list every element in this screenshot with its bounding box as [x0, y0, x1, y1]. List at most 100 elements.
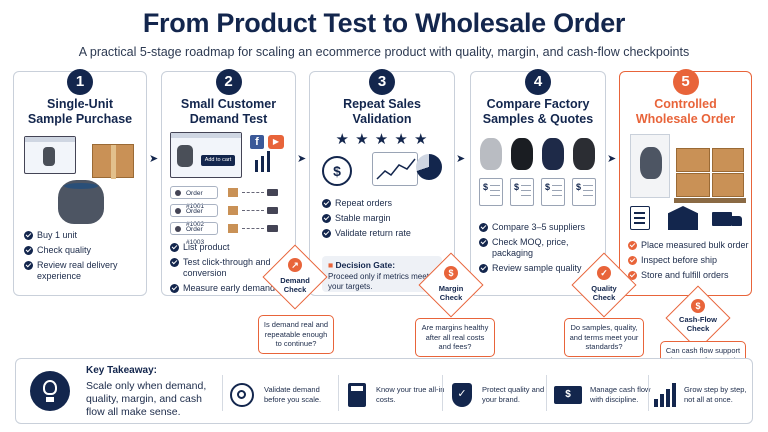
list-item: Store and fulfill orders — [628, 270, 750, 281]
cash-icon: $ — [554, 386, 582, 404]
calculator-icon — [348, 383, 366, 407]
shipping-box-icon — [92, 144, 134, 179]
list-item: Inspect before ship — [628, 255, 750, 266]
pallet-box-icon — [676, 148, 710, 172]
divider — [546, 375, 547, 411]
smart-speaker-icon — [58, 180, 104, 224]
stage-number-badge: 3 — [369, 69, 395, 95]
check-icon — [170, 243, 179, 252]
stage-bullets: List product Test click-through and conv… — [170, 242, 285, 298]
facebook-icon: f — [250, 135, 264, 149]
arrow-right-icon: ➤ — [149, 153, 159, 165]
stage-number-badge: 5 — [672, 69, 699, 95]
lightbulb-icon — [30, 371, 70, 411]
bar-chart-icon — [255, 160, 258, 172]
check-icon — [24, 246, 33, 255]
check-icon — [322, 199, 331, 208]
demand-check-question: Is demand real and repeatable enough to … — [258, 315, 334, 354]
list-item: Buy 1 unit — [24, 230, 142, 241]
price-quote-icon: $ — [572, 178, 596, 206]
pallet-icon — [674, 198, 746, 203]
sample-speaker-icon — [480, 138, 502, 170]
price-quote-icon: $ — [510, 178, 534, 206]
list-item: Measure early demand — [170, 283, 285, 294]
stage-bullets: Repeat orders Stable margin Validate ret… — [322, 198, 447, 243]
list-item: Stable margin — [322, 213, 447, 224]
divider — [222, 375, 223, 411]
check-icon — [628, 271, 637, 280]
growth-chart-icon — [654, 383, 678, 407]
check-icon — [628, 241, 637, 250]
check-icon — [24, 261, 33, 270]
cash-stack-icon: $ — [691, 299, 705, 313]
stage-bullets: Compare 3–5 suppliers Check MOQ, price, … — [479, 222, 599, 278]
check-icon — [479, 264, 488, 273]
check-icon — [170, 258, 179, 267]
check-icon — [479, 238, 488, 247]
line-chart-icon — [372, 152, 418, 186]
arrow-right-icon: ➤ — [607, 153, 617, 165]
arrow-right-icon: ➤ — [456, 153, 466, 165]
divider — [338, 375, 339, 411]
list-item: Review real delivery experience — [24, 260, 142, 282]
gate-icon: ■ — [328, 260, 334, 270]
chart-icon: ↗ — [288, 258, 302, 272]
video-play-icon: ▶ — [268, 135, 284, 149]
delivery-truck-icon — [712, 212, 732, 226]
margin-check-question: Are margins healthy after all real costs… — [415, 318, 495, 357]
check-icon — [170, 284, 179, 293]
sample-speaker-icon — [511, 138, 533, 170]
list-item: Place measured bulk order — [628, 240, 750, 251]
page-title: From Product Test to Wholesale Order — [142, 8, 626, 38]
truck-icon — [267, 225, 278, 232]
stage-number-badge: 1 — [67, 69, 93, 95]
check-icon — [24, 231, 33, 240]
sample-speaker-icon — [542, 138, 564, 170]
quality-check-question: Do samples, quality, and terms meet your… — [564, 318, 644, 357]
list-item: Check quality — [24, 245, 142, 256]
divider — [442, 375, 443, 411]
list-item: Repeat orders — [322, 198, 447, 209]
stage-number-badge: 4 — [525, 69, 551, 95]
recurring-revenue-icon: $ — [322, 156, 352, 186]
takeaway-text: Scale only when demand, quality, margin,… — [86, 380, 207, 418]
truck-icon — [267, 207, 278, 214]
stage-bullets: Buy 1 unit Check quality Review real del… — [24, 230, 142, 286]
list-item: List product — [170, 242, 285, 253]
warehouse-icon — [668, 206, 698, 230]
quality-shield-icon: ✓ — [597, 266, 611, 280]
price-quote-icon: $ — [479, 178, 503, 206]
check-icon — [479, 223, 488, 232]
price-quote-icon: $ — [541, 178, 565, 206]
stage-bullets: Place measured bulk order Inspect before… — [628, 240, 750, 285]
divider — [648, 375, 649, 411]
arrow-right-icon: ➤ — [297, 153, 307, 165]
list-item: Test click-through and conversion — [170, 257, 285, 279]
truck-icon — [267, 189, 278, 196]
add-to-cart-button: Add to cart — [201, 155, 235, 166]
checklist-icon — [630, 206, 650, 230]
star-rating: ★ ★ ★ ★ ★ — [335, 131, 429, 148]
list-item: Review sample quality — [479, 263, 599, 274]
storefront-icon: Add to cart — [170, 132, 242, 178]
check-icon — [628, 256, 637, 265]
coin-icon: $ — [444, 266, 458, 280]
key-takeaway-panel: Key Takeaway: Scale only when demand, qu… — [15, 358, 753, 424]
list-item: Check MOQ, price, packaging — [479, 237, 599, 259]
list-item: Compare 3–5 suppliers — [479, 222, 599, 233]
sample-speaker-icon — [573, 138, 595, 170]
page-subtitle: A practical 5-stage roadmap for scaling … — [78, 45, 690, 59]
check-icon — [322, 214, 331, 223]
check-icon — [322, 229, 331, 238]
stage-number-badge: 2 — [215, 69, 242, 95]
pie-chart-icon — [416, 154, 442, 180]
